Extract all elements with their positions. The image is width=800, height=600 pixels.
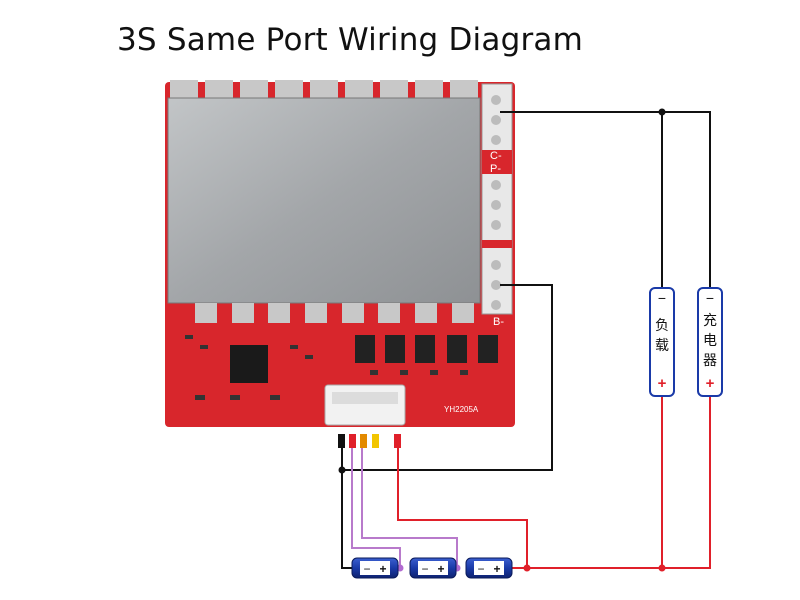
wire-c-negative bbox=[500, 111, 711, 290]
battery-cell-2: − + bbox=[409, 557, 457, 579]
pad-label-p: P- bbox=[490, 163, 501, 175]
bms-board: C- P- B- YH2205A bbox=[165, 80, 515, 427]
charger-label-char-3: 器 bbox=[703, 353, 717, 369]
junction-dot bbox=[523, 564, 531, 572]
smd-components bbox=[185, 335, 468, 400]
cell-3-minus: − bbox=[477, 562, 484, 576]
cell-1-minus: − bbox=[363, 562, 370, 576]
charger-label-char-1: 充 bbox=[703, 313, 717, 329]
junction-dot bbox=[338, 466, 346, 474]
junction-dot bbox=[658, 564, 666, 572]
cell-3-plus: + bbox=[493, 562, 500, 576]
load-body bbox=[649, 287, 675, 397]
right-pad-column bbox=[481, 83, 513, 315]
mosfets bbox=[355, 335, 498, 363]
cell-2-minus: − bbox=[421, 562, 428, 576]
battery-cell-1: − + bbox=[351, 557, 399, 579]
charger-label-char-2: 电 bbox=[703, 333, 717, 349]
pad-label-b: B- bbox=[493, 316, 504, 328]
wire-balance-positive bbox=[397, 442, 528, 568]
junction-dot bbox=[658, 108, 666, 116]
battery-cell-3: − + bbox=[465, 557, 513, 579]
bms-ic-chip bbox=[230, 345, 268, 383]
cell-1-plus: + bbox=[379, 562, 386, 576]
charger-body bbox=[697, 287, 723, 397]
load-label-char-2: 载 bbox=[655, 338, 669, 354]
wire-charger-positive bbox=[510, 395, 711, 569]
load-device: − 负 载 + bbox=[649, 287, 675, 397]
pad-label-c: C- bbox=[490, 150, 502, 162]
bottom-solder-tabs bbox=[195, 303, 474, 323]
right-pad-holes bbox=[491, 95, 501, 310]
load-minus: − bbox=[658, 290, 666, 306]
wire-b-negative bbox=[341, 284, 553, 471]
wire-balance-2 bbox=[361, 442, 458, 568]
charger-device: − 充 电 器 + bbox=[697, 287, 723, 397]
wire-cell1-negative bbox=[341, 470, 368, 569]
diagram-title: 3S Same Port Wiring Diagram bbox=[117, 22, 583, 58]
battery-cells: − + − + − + bbox=[351, 557, 513, 579]
connector-wire-ends bbox=[338, 434, 401, 448]
heatsink-plate bbox=[167, 97, 481, 304]
load-label-char-1: 负 bbox=[655, 318, 669, 334]
charger-plus: + bbox=[706, 375, 715, 392]
charger-minus: − bbox=[706, 290, 714, 306]
junctions bbox=[338, 108, 666, 572]
board-model: YH2205A bbox=[444, 405, 479, 414]
load-plus: + bbox=[658, 375, 667, 392]
wire-balance-1 bbox=[351, 442, 401, 568]
balance-connector bbox=[324, 384, 406, 426]
cell-2-plus: + bbox=[437, 562, 444, 576]
top-solder-tabs bbox=[170, 80, 478, 98]
